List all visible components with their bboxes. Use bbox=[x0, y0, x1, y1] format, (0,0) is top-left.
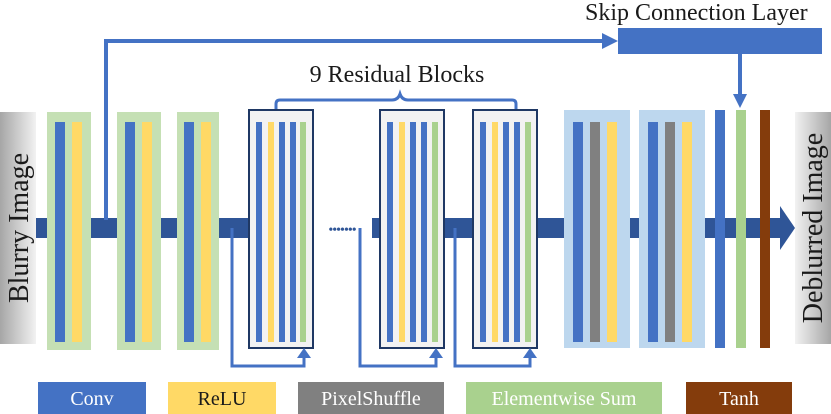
output-label: Deblurred Image bbox=[798, 133, 829, 323]
skip-connection-line bbox=[104, 39, 742, 220]
skip-connection-layer-box bbox=[618, 28, 822, 54]
conv-relu-block-2 bbox=[117, 112, 161, 350]
legend-label-tanh: Tanh bbox=[719, 388, 759, 410]
skip-arrowhead-right bbox=[602, 33, 618, 49]
legend-item-elementwise-sum: Elementwise Sum bbox=[466, 382, 662, 414]
residual-arrowhead-2 bbox=[429, 348, 443, 358]
residual-block-1 bbox=[248, 109, 314, 349]
input-image-panel bbox=[0, 112, 36, 344]
upsample-block-1 bbox=[564, 110, 630, 348]
legend: Conv ReLU PixelShuffle Elementwise Sum T… bbox=[38, 382, 792, 414]
legend-item-conv: Conv bbox=[38, 382, 146, 414]
residual-arrowhead-1 bbox=[297, 348, 311, 358]
residual-arrowhead-3 bbox=[523, 348, 537, 358]
final-conv-layer bbox=[715, 110, 725, 348]
tanh-layer bbox=[760, 110, 770, 348]
residual-block-3 bbox=[472, 109, 538, 349]
final-elementwise-sum-layer bbox=[736, 110, 746, 348]
legend-label-relu: ReLU bbox=[198, 388, 247, 410]
output-image-panel bbox=[795, 112, 831, 344]
residual-brace bbox=[274, 89, 518, 112]
skip-arrowhead-down bbox=[733, 94, 747, 108]
conv-relu-block-1 bbox=[47, 112, 91, 350]
upsample-block-2 bbox=[639, 110, 705, 348]
legend-label-conv: Conv bbox=[70, 388, 113, 410]
legend-item-pixelshuffle: PixelShuffle bbox=[298, 382, 444, 414]
residual-blocks-label: 9 Residual Blocks bbox=[310, 62, 485, 88]
residual-block-2 bbox=[379, 109, 445, 349]
legend-item-tanh: Tanh bbox=[686, 382, 792, 414]
input-label: Blurry Image bbox=[4, 153, 35, 303]
legend-item-relu: ReLU bbox=[168, 382, 276, 414]
ellipsis-dots: ••••••• bbox=[328, 223, 356, 238]
legend-label-pixelshuffle: PixelShuffle bbox=[321, 388, 421, 410]
conv-relu-block-3 bbox=[177, 112, 219, 350]
residual-skip-loops bbox=[230, 228, 532, 368]
skip-connection-label: Skip Connection Layer bbox=[585, 0, 808, 26]
legend-label-elementwise-sum: Elementwise Sum bbox=[492, 388, 637, 410]
